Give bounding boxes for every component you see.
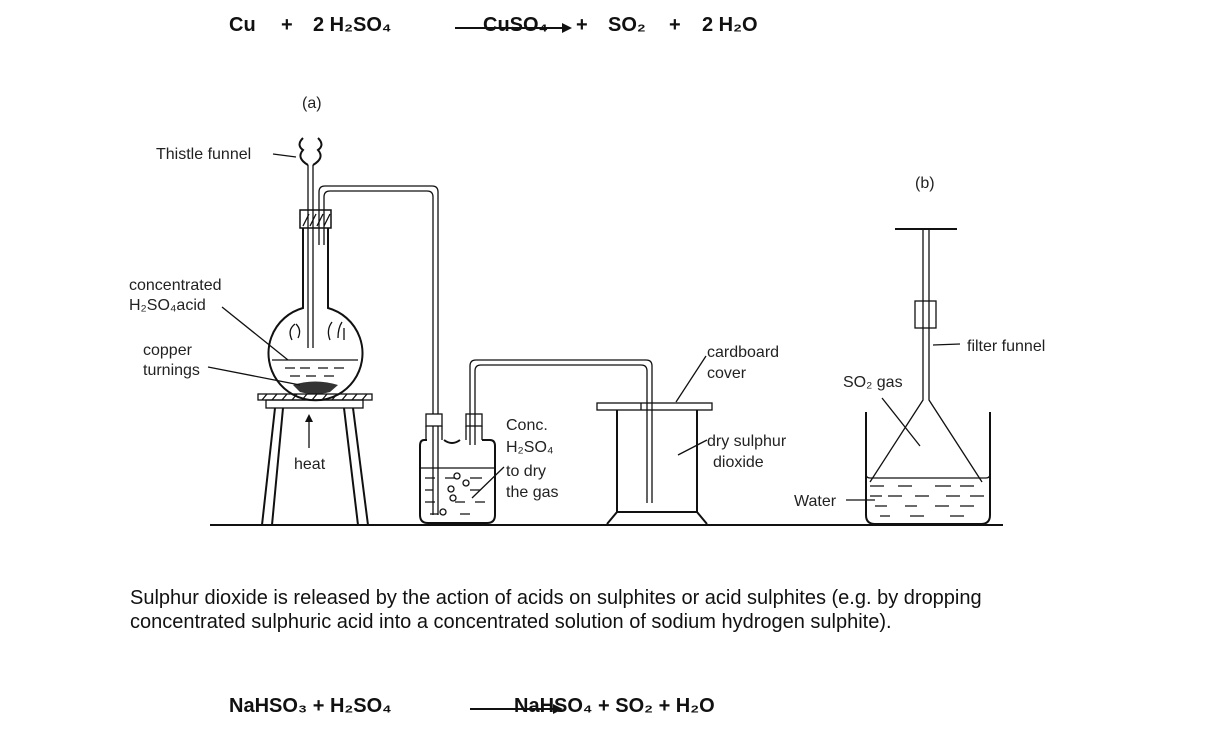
label-dry-line1: dry sulphur <box>707 433 787 450</box>
eq1-product-h2o: 2 H₂O <box>702 14 758 36</box>
eq1-product-so2: SO₂ <box>608 14 646 36</box>
label-conc-line4: the gas <box>506 484 558 501</box>
leader-so2 <box>881 397 921 447</box>
leader-conc <box>471 466 505 499</box>
leader-filter <box>932 343 961 346</box>
eq1-plus: + <box>281 14 293 36</box>
leader-cardboard <box>675 355 707 403</box>
label-cardboard-line2: cover <box>707 365 747 382</box>
eq2-products: NaHSO₄ + SO₂ + H₂O <box>514 695 715 717</box>
leader-acid <box>221 306 289 361</box>
eq1-product-cuso4: CuSO₄ <box>483 14 549 36</box>
leader-dry <box>677 439 708 456</box>
label-copper-line2: turnings <box>143 362 200 379</box>
label-dry-line2: dioxide <box>713 454 764 471</box>
label-so2-gas: SO₂ gas <box>843 374 903 391</box>
drying-bottle <box>419 413 496 524</box>
label-a: (a) <box>302 95 322 112</box>
eq1-plus: + <box>576 14 588 36</box>
label-copper-line1: copper <box>143 342 193 359</box>
eq2-arrow <box>470 704 563 714</box>
label-thistle-funnel: Thistle funnel <box>156 146 251 163</box>
label-conc-line2: H₂SO₄ <box>506 439 553 456</box>
label-conc-line3: to dry <box>506 463 546 480</box>
leader-copper <box>207 366 301 386</box>
gas-jar <box>596 402 713 525</box>
eq1-plus: + <box>669 14 681 36</box>
label-acid-line2: H₂SO₄acid <box>129 297 206 314</box>
label-filter-funnel: filter funnel <box>967 338 1045 355</box>
description-paragraph: Sulphur dioxide is released by the actio… <box>130 587 982 633</box>
thistle-funnel <box>298 137 323 348</box>
label-b: (b) <box>915 175 935 192</box>
tripod-stand <box>257 393 373 526</box>
round-bottom-flask <box>267 209 364 402</box>
label-conc-line1: Conc. <box>506 417 548 434</box>
label-cardboard-line1: cardboard <box>707 344 779 361</box>
delivery-tube <box>318 185 439 515</box>
label-acid-line1: concentrated <box>129 277 222 294</box>
eq1-reactant-cu: Cu <box>229 14 256 36</box>
label-heat: heat <box>294 456 326 473</box>
eq1-arrow <box>455 23 572 33</box>
beaker-with-funnel <box>865 228 991 525</box>
eq2-reactants: NaHSO₃ + H₂SO₄ <box>229 695 392 717</box>
eq1-reactant-h2so4: 2 H₂SO₄ <box>313 14 392 36</box>
leader-thistle <box>272 153 297 158</box>
label-water: Water <box>794 493 837 510</box>
